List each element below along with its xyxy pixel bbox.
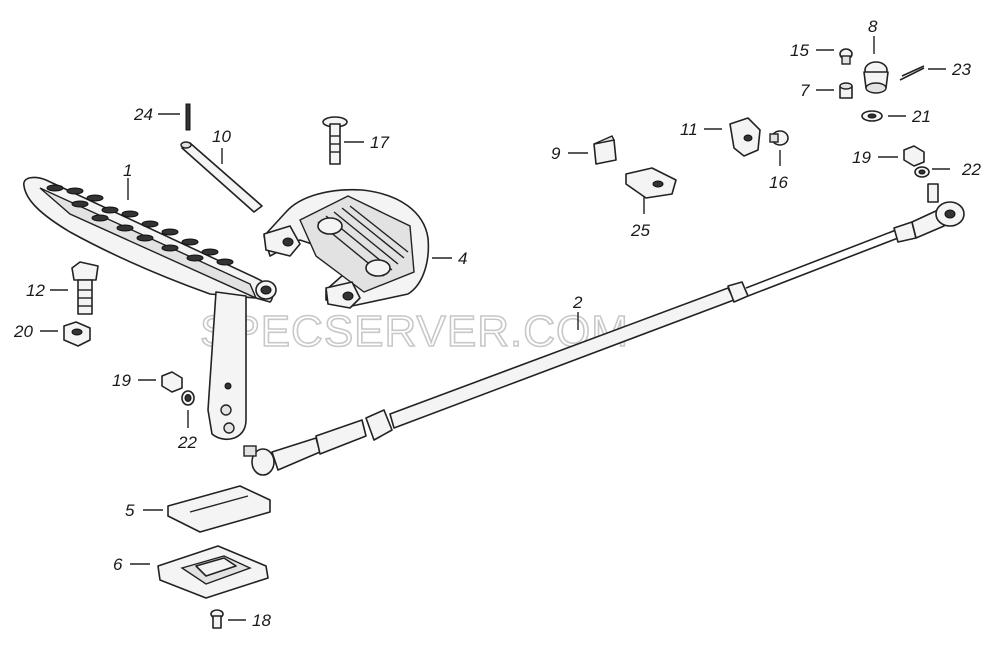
label-12: 12 <box>26 281 45 300</box>
part-5-plate <box>167 485 271 533</box>
part-2-cable <box>243 183 965 476</box>
part-24-pin <box>185 103 191 131</box>
label-2: 2 <box>572 293 583 312</box>
part-12-bolt <box>71 261 99 315</box>
part-17-screw <box>322 116 348 165</box>
part-21-washer <box>861 110 883 122</box>
part-4-bracket <box>263 188 430 309</box>
part-20-nut <box>63 321 91 347</box>
label-4: 4 <box>458 249 467 268</box>
label-19-left: 19 <box>112 371 131 390</box>
part-7-bushing <box>839 82 853 99</box>
label-23: 23 <box>951 60 971 79</box>
label-9: 9 <box>551 144 561 163</box>
label-1: 1 <box>123 161 132 180</box>
label-24: 24 <box>133 105 153 124</box>
label-19-right: 19 <box>852 148 871 167</box>
part-18-screw <box>210 609 224 629</box>
label-17: 17 <box>370 133 389 152</box>
part-19-nut-right <box>903 145 925 167</box>
label-10: 10 <box>212 127 231 146</box>
label-21: 21 <box>911 107 931 126</box>
part-11-bracket <box>729 117 761 157</box>
label-16: 16 <box>769 173 788 192</box>
part-8-joint <box>863 61 889 94</box>
part-10-pin <box>180 141 263 213</box>
label-18: 18 <box>252 611 271 630</box>
label-8: 8 <box>868 17 878 36</box>
label-5: 5 <box>125 501 135 520</box>
part-9-pad <box>593 135 617 165</box>
label-15: 15 <box>790 41 809 60</box>
part-1-pedal <box>23 176 277 441</box>
watermark: SPECSERVER.COM <box>200 307 629 356</box>
label-7: 7 <box>800 81 810 100</box>
label-22-left: 22 <box>177 433 197 452</box>
label-20: 20 <box>13 322 33 341</box>
part-22-washer-right <box>914 166 930 178</box>
leader-lines <box>40 36 950 621</box>
part-6-cover <box>157 545 269 599</box>
part-22-washer-left <box>181 390 195 406</box>
part-15-screw <box>839 48 853 65</box>
label-11: 11 <box>680 120 698 139</box>
part-25-clip <box>625 167 677 199</box>
part-19-nut-left <box>161 371 183 393</box>
label-6: 6 <box>113 555 123 574</box>
part-16-screw <box>769 130 789 146</box>
label-25: 25 <box>630 221 650 240</box>
part-23-cotter <box>899 65 925 81</box>
label-22-right: 22 <box>961 160 981 179</box>
